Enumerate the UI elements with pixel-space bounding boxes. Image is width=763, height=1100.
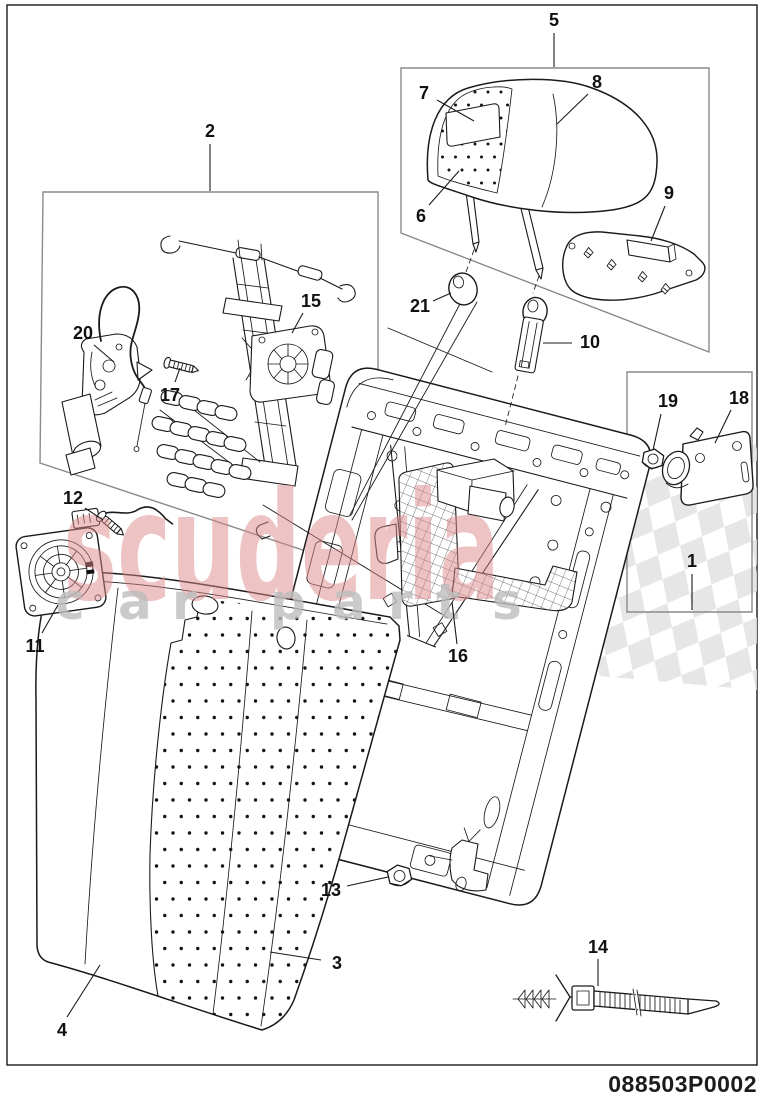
headrest-assembly [426, 78, 706, 428]
cover-seam-1 [212, 610, 253, 1015]
cushion-perforation [149, 600, 398, 1017]
watermark-letter: a [118, 573, 152, 631]
group-box-headrest [400, 67, 710, 354]
leader-line-17 [174, 367, 181, 383]
leader-line-6 [428, 170, 460, 206]
part-label-14: 14 [588, 937, 608, 957]
watermark-letter: r [388, 573, 413, 631]
lumbar-motor [61, 333, 153, 476]
cable-tie-14 [512, 974, 720, 1022]
grommet-21 [448, 272, 478, 306]
leader-line-21 [432, 292, 452, 302]
leader-line-19 [652, 413, 662, 451]
lumbar-support-assembly [61, 235, 356, 540]
leader-line-20 [93, 344, 115, 363]
watermark-brand: scuderia [63, 461, 500, 635]
leader-line-8 [556, 93, 589, 125]
watermark-letter: p [270, 573, 306, 631]
part-label-2: 2 [205, 121, 215, 141]
part-label-1: 1 [687, 551, 697, 571]
frame-mount-hook [429, 839, 489, 892]
cover-seam-2 [260, 619, 308, 1027]
part-label-17: 17 [160, 385, 180, 405]
screw-12 [95, 510, 124, 536]
watermark-letter: s [492, 573, 522, 631]
leader-line-18 [714, 409, 732, 444]
leader-line-4 [66, 964, 101, 1018]
headrest-window [445, 103, 501, 147]
part-label-21: 21 [410, 296, 430, 316]
screw-17 [163, 356, 199, 374]
nut-19 [641, 448, 665, 470]
part-label-20: 20 [73, 323, 93, 343]
nut-13 [386, 864, 413, 887]
part-label-12: 12 [63, 488, 83, 508]
guide-sleeve-10 [514, 296, 548, 374]
watermark-letter: a [332, 573, 366, 631]
leader-line-16 [451, 601, 458, 645]
leader-line-3 [269, 951, 322, 961]
part-label-10: 10 [580, 332, 600, 352]
part-label-5: 5 [549, 10, 559, 30]
cover-seam-left [84, 587, 119, 965]
part-label-13: 13 [321, 880, 341, 900]
retaining-clip [255, 521, 271, 540]
pointer-lines [262, 297, 493, 619]
part-label-4: 4 [57, 1020, 67, 1040]
watermark-letter: c [55, 573, 85, 631]
valve-cylinders [151, 390, 252, 498]
part-label-3: 3 [332, 953, 342, 973]
speaker-11 [15, 506, 174, 617]
cover-panel-boundary [149, 598, 201, 997]
part-label-11: 11 [25, 636, 44, 656]
leader-line-11 [41, 604, 59, 634]
latch-bracket-18 [661, 427, 754, 506]
part-number: 088503P0002 [608, 1071, 757, 1097]
speaker-wire [95, 506, 174, 525]
leader-line-7 [436, 99, 475, 122]
leader-line-9 [650, 205, 666, 242]
part-label-18: 18 [729, 388, 749, 408]
leader-line-15 [291, 312, 304, 334]
part-label-16: 16 [448, 646, 468, 666]
leader-line-12 [84, 507, 104, 521]
seat-back-cover [35, 571, 401, 1031]
part-label-19: 19 [658, 391, 678, 411]
watermark-letter: t [436, 573, 460, 631]
part-label-15: 15 [301, 291, 321, 311]
part-label-8: 8 [592, 72, 602, 92]
headrest-pad [426, 78, 658, 214]
part-label-9: 9 [664, 183, 674, 203]
part-label-7: 7 [419, 83, 429, 103]
leader-line-13 [346, 876, 389, 887]
bowden-cable [98, 286, 147, 393]
lumbar-bracket [374, 458, 578, 612]
watermark-letter: r [172, 573, 197, 631]
headrest-inner-cover [437, 86, 513, 194]
trim-strip-9 [562, 231, 706, 301]
part-label-6: 6 [416, 206, 426, 226]
